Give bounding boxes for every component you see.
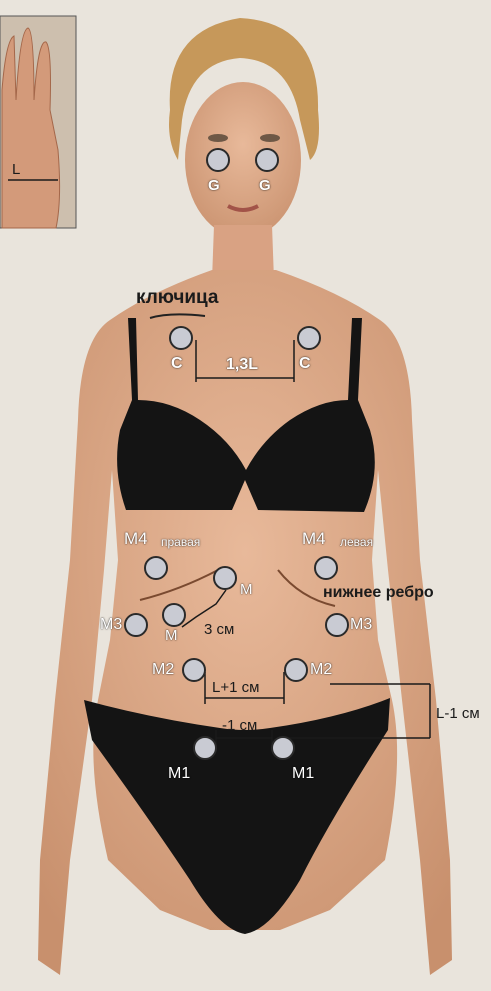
point-m3-left[interactable] [125,614,147,636]
m2-right-label: M2 [310,662,332,678]
m3-right-label: M3 [350,617,372,633]
m4-left-side-label: левая [340,536,373,548]
c-distance-label: 1,3L [226,357,258,373]
point-m1-right[interactable] [272,737,294,759]
point-g-left[interactable] [207,149,229,171]
point-m4-right[interactable] [145,557,167,579]
face [185,82,301,238]
m1-right-label: M1 [292,766,314,782]
point-m1-left[interactable] [194,737,216,759]
m-upper-label: M [240,582,253,597]
c-left-label: C [171,356,183,372]
m4-left-label: M4 [302,530,326,547]
g-right-label: G [259,178,271,193]
m4-right-label: M4 [124,530,148,547]
vertical-distance-label: L-1 см [436,706,480,721]
clavicle-label: ключица [136,288,219,307]
point-m2-left[interactable] [183,659,205,681]
m1-left-label: M1 [168,766,190,782]
m-lower-label: M [165,628,178,643]
point-m-lower[interactable] [163,604,185,626]
m4-right-side-label: правая [161,536,200,548]
point-g-right[interactable] [256,149,278,171]
m-distance-label: 3 см [204,622,234,637]
point-m-upper[interactable] [214,567,236,589]
m3-left-label: M3 [100,617,122,633]
point-c-right[interactable] [298,327,320,349]
point-m4-left[interactable] [315,557,337,579]
point-m3-right[interactable] [326,614,348,636]
c-right-label: C [299,356,311,372]
m1-distance-label: -1 см [222,718,257,733]
m2-left-label: M2 [152,662,174,678]
point-m2-right[interactable] [285,659,307,681]
hand-inset [0,16,76,228]
m2-distance-label: L+1 см [212,680,259,695]
inset-length-label: L [12,162,20,177]
point-c-left[interactable] [170,327,192,349]
g-left-label: G [208,178,220,193]
lower-rib-label: нижнее ребро [323,585,434,601]
